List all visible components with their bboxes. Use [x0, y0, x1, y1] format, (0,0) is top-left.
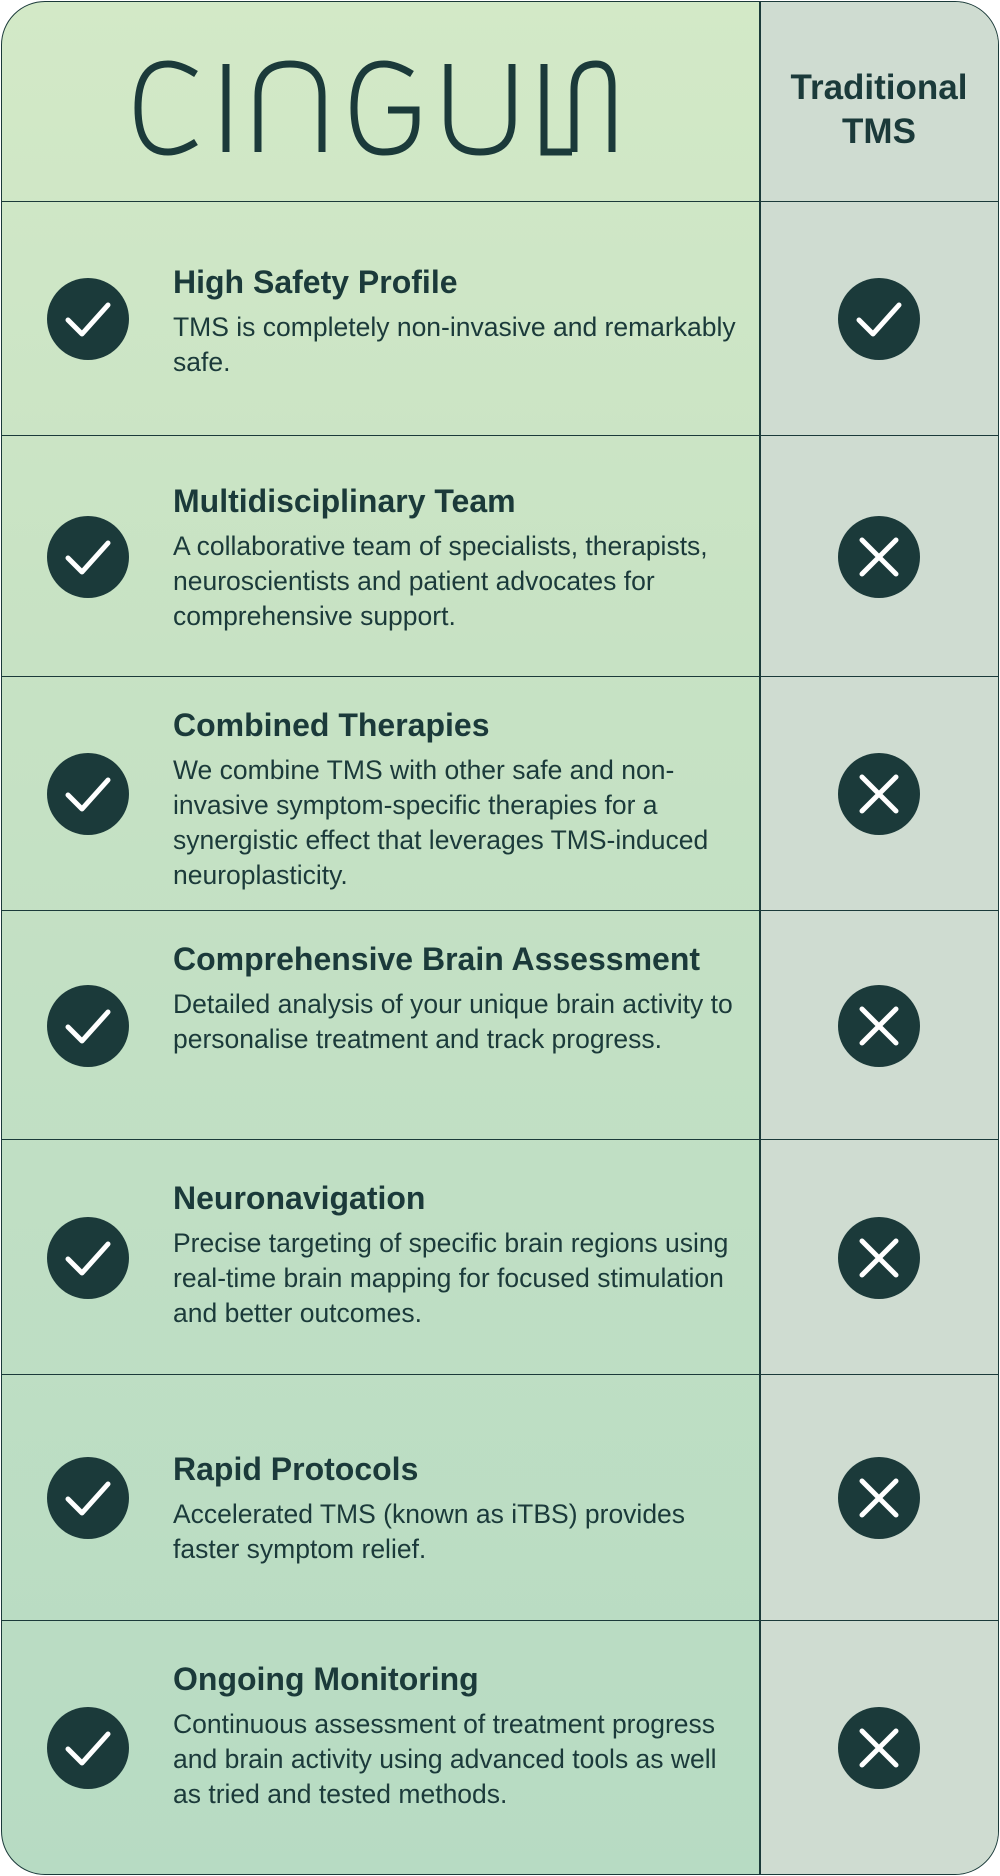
cross-icon [838, 1457, 920, 1539]
check-icon [47, 278, 129, 360]
traditional-status [837, 752, 921, 836]
feature-title: Ongoing Monitoring [173, 1661, 479, 1697]
cross-icon [838, 1707, 920, 1789]
feature-title: Combined Therapies [173, 707, 490, 743]
cingulum-status [46, 1456, 130, 1540]
cingulum-status [46, 515, 130, 599]
feature-title: Rapid Protocols [173, 1451, 419, 1487]
cross-icon [838, 985, 920, 1067]
traditional-status [837, 984, 921, 1068]
cingulum-status [46, 277, 130, 361]
feature-description: Accelerated TMS (known as iTBS) provides… [173, 1499, 686, 1564]
traditional-status [837, 1216, 921, 1300]
cingulum-status [46, 1706, 130, 1790]
feature-title: Neuronavigation [173, 1180, 426, 1216]
feature-description: A collaborative team of specialists, the… [173, 531, 708, 631]
traditional-status [837, 1706, 921, 1790]
traditional-status [837, 1456, 921, 1540]
check-icon [47, 1217, 129, 1299]
cross-icon [838, 516, 920, 598]
feature-row: Combined Therapies We combine TMS with ot… [2, 676, 998, 911]
cingulum-status [46, 752, 130, 836]
feature-description: Continuous assessment of treatment progr… [173, 1709, 717, 1809]
check-icon [838, 278, 920, 360]
feature-description: TMS is completely non-invasive and remar… [173, 312, 736, 377]
cross-icon [838, 753, 920, 835]
cross-icon [838, 1217, 920, 1299]
feature-title: Multidisciplinary Team [173, 483, 516, 519]
feature-description: We combine TMS with other safe and non-i… [173, 755, 709, 890]
check-icon [47, 985, 129, 1067]
cingulum-status [46, 1216, 130, 1300]
feature-row: Multidisciplinary Team A collaborative te… [2, 435, 998, 677]
traditional-tms-label: Traditional TMS [790, 68, 968, 151]
comparison-header: Traditional TMS [2, 2, 998, 201]
check-icon [47, 516, 129, 598]
feature-text: Multidisciplinary Team A collaborative te… [173, 481, 743, 634]
cingulum-logo [134, 60, 616, 156]
column-divider [759, 2, 761, 1874]
feature-description: Precise targeting of specific brain regi… [173, 1228, 729, 1328]
check-icon [47, 1457, 129, 1539]
cingulum-status [46, 984, 130, 1068]
feature-description: Detailed analysis of your unique brain a… [173, 989, 733, 1054]
traditional-status [837, 277, 921, 361]
traditional-status [837, 515, 921, 599]
feature-title: High Safety Profile [173, 264, 458, 300]
feature-text: Combined Therapies We combine TMS with ot… [173, 705, 743, 893]
feature-title: Comprehensive Brain Assessment [173, 941, 701, 977]
check-icon [47, 1707, 129, 1789]
check-icon [47, 753, 129, 835]
